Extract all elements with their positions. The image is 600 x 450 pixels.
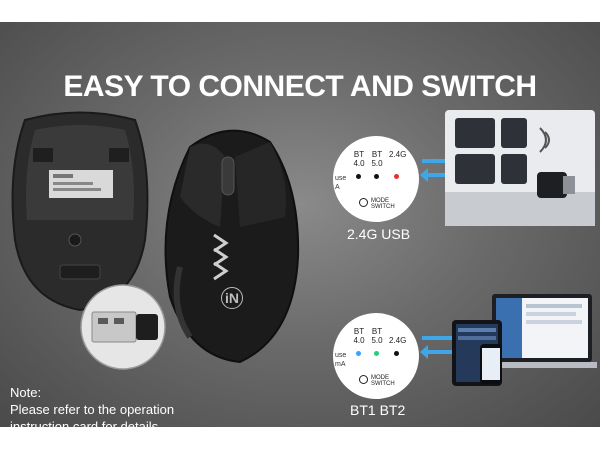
devices-bluetooth-photo <box>452 294 597 386</box>
mouse-bottom-view <box>11 111 149 312</box>
mode-sublabel: 4.0 <box>353 336 365 345</box>
mode-label: BT <box>371 327 383 336</box>
card-edge-text: use A <box>335 175 347 191</box>
note: Note: Please refer to the operation inst… <box>10 384 174 427</box>
mode-switch-label: MODE SWITCH <box>371 198 395 210</box>
bt-caption: BT1 BT2 <box>350 402 406 418</box>
mode-switch-label: MODE SWITCH <box>371 375 395 387</box>
mode-label: BT <box>353 150 365 159</box>
mode-sublabel: 5.0 <box>371 336 383 345</box>
connection-arrows-icon <box>420 154 460 182</box>
mode-labels: BT BT 4.0 5.0 2.4G <box>353 327 407 358</box>
usb-receiver <box>80 284 166 370</box>
mode-label: BT <box>353 327 365 336</box>
headline: EASY TO CONNECT AND SWITCH <box>63 70 537 103</box>
note-line: Please refer to the operation <box>10 402 175 417</box>
mode-labels: BT BT 2.4G 4.0 5.0 <box>353 150 407 181</box>
mode-label: 2.4G <box>389 150 407 159</box>
note-heading: Note: <box>10 385 42 400</box>
indicator-dot <box>374 174 380 179</box>
mouse-top-view <box>164 129 300 364</box>
note-line: instruction card for details <box>10 419 159 427</box>
indicator-dot <box>394 351 400 356</box>
mode-sublabel: 4.0 <box>353 159 365 168</box>
connection-arrows-icon <box>420 331 460 359</box>
card-edge-text: use mA <box>335 352 347 368</box>
usb-mode-indicator: BT BT 2.4G 4.0 5.0 use A MODE SWITCH <box>333 136 419 222</box>
indicator-dot-active <box>394 174 400 179</box>
laptop-usb-photo <box>445 110 595 226</box>
mode-sublabel <box>389 159 401 168</box>
mode-switch-icon <box>359 198 368 207</box>
usb-caption: 2.4G USB <box>347 226 411 242</box>
mode-switch-icon <box>359 375 368 384</box>
indicator-dot-active <box>356 351 361 356</box>
indicator-dot <box>356 174 361 179</box>
mode-sublabel: 2.4G <box>389 336 407 345</box>
mode-label: BT <box>371 150 383 159</box>
product-image: EASY TO CONNECT AND SWITCH iN <box>0 22 600 427</box>
mode-label <box>389 327 401 336</box>
bt-mode-indicator: BT BT 4.0 5.0 2.4G use mA MODE SWITCH <box>333 313 419 399</box>
indicator-dot-active <box>374 351 380 356</box>
mouse-logo: iN <box>221 287 243 309</box>
mode-sublabel: 5.0 <box>371 159 383 168</box>
